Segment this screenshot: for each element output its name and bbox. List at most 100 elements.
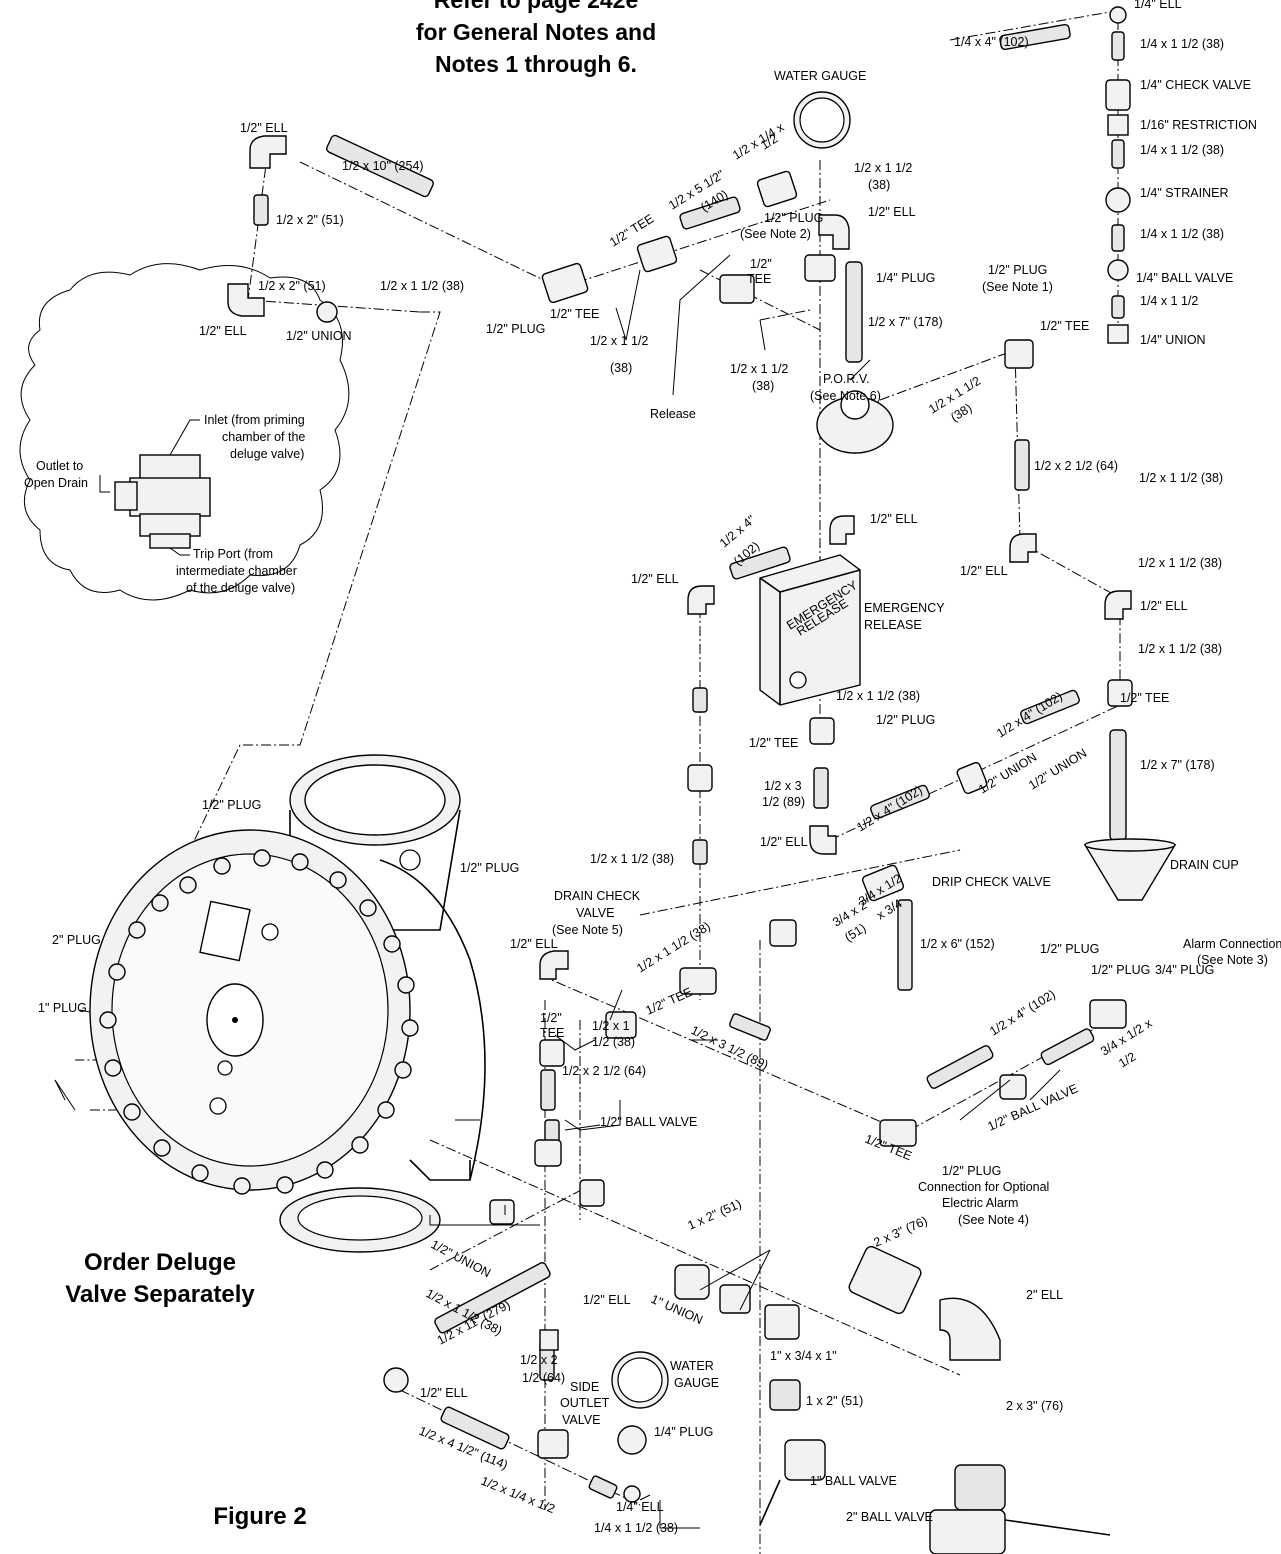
figure-caption: Figure 2 [213, 1503, 306, 1530]
component-label: 1/16" RESTRICTION [1140, 118, 1257, 132]
component-label: 1/2 x 2" (51) [276, 213, 344, 227]
order-note: Order Deluge Valve Separately [65, 1249, 255, 1308]
component-label: 3/4" PLUG [1155, 963, 1214, 977]
component-label: 3/4 x 2" [830, 895, 873, 929]
deluge-valve-body [89, 754, 486, 1253]
component-label: 1/4" PLUG [654, 1425, 713, 1439]
component-label: 1/2 x 1 1/2 [854, 161, 912, 175]
component-label: 1/2" ELL [583, 1293, 631, 1307]
component-label: Alarm Connections [1183, 937, 1281, 951]
component-label: 1/4 x 1 1/2 [1140, 294, 1198, 308]
component-label: 1/2 x 1 1/2 (38) [1138, 556, 1222, 570]
component-label: 1/4" PLUG [876, 271, 935, 285]
component-label: 1/2 x 7" (178) [868, 315, 943, 329]
component-label: Release [650, 407, 696, 421]
component-label: 1/2" PLUG [460, 861, 519, 875]
component-label: 1/2 x 6" (152) [920, 937, 995, 951]
component-label: 1/2 [1116, 1049, 1138, 1070]
component-label: 1/4 x 1 1/2 (38) [1140, 143, 1224, 157]
component-label: 1/2" BALL VALVE [600, 1115, 697, 1129]
component-label: 1/2 x 4" (102) [854, 783, 925, 834]
component-label: (See Note 6) [810, 389, 881, 403]
component-label: 1/2" ELL [240, 121, 288, 135]
component-label: 1/2 x 10" (254) [342, 159, 424, 173]
component-label: 1/2" TEE [1040, 319, 1089, 333]
fittings [227, 6, 1133, 1554]
component-label: 1/2" PLUG [764, 211, 823, 225]
leader-lines [54, 254, 1061, 1529]
note-line-2: for General Notes and [416, 19, 656, 45]
component-label: 1/2 x 2 1/2 (64) [562, 1064, 646, 1078]
component-label: 1/2" ELL [420, 1386, 468, 1400]
component-label: P.O.R.V. [823, 372, 870, 386]
component-label: 1/2" UNION [976, 750, 1039, 797]
component-label: TEE [747, 272, 771, 286]
order-line-1: Order Deluge [84, 1249, 236, 1276]
inset-trip-line-2: intermediate chamber [176, 564, 297, 578]
component-label: 1/2" ELL [199, 324, 247, 338]
component-label: 1/2 x 3 [764, 779, 802, 793]
component-label: 1/2" PLUG [876, 713, 935, 727]
component-label: 1/2 x 7" (178) [1140, 758, 1215, 772]
component-label: 1 x 2" (51) [806, 1394, 863, 1408]
order-line-2: Valve Separately [65, 1281, 255, 1308]
component-label: DRIP CHECK VALVE [932, 875, 1051, 889]
component-label: 1/4" BALL VALVE [1136, 271, 1233, 285]
component-label: 1/2" PLUG [486, 322, 545, 336]
component-label: RELEASE [864, 618, 922, 632]
component-label: GAUGE [674, 1376, 719, 1390]
component-label: 1/2" ELL [868, 205, 916, 219]
component-label: 1/2" TEE [1120, 691, 1169, 705]
component-label: (See Note 3) [1197, 953, 1268, 967]
component-label: DRAIN CUP [1170, 858, 1239, 872]
component-label: 1/2 (89) [762, 795, 805, 809]
component-label: 1/2" PLUG [942, 1164, 1001, 1178]
component-label: 1/2 x 1 1/2 (38) [590, 852, 674, 866]
component-label: 1/4 x 1 1/2 (38) [1140, 37, 1224, 51]
component-label: 1/2" UNION [1026, 746, 1089, 793]
component-label: 1/2" UNION [429, 1237, 493, 1280]
component-label: 1/2" ELL [870, 512, 918, 526]
component-label: (See Note 2) [740, 227, 811, 241]
component-label: 1/2" ELL [960, 564, 1008, 578]
component-label: (See Note 5) [552, 923, 623, 937]
component-label: 1/2 x 1 1/2 (38) [380, 279, 464, 293]
component-label: 1/2 x 2 1/2 (64) [1034, 459, 1118, 473]
note-line-3: Notes 1 through 6. [435, 51, 637, 77]
component-label: 1/2 x 1 [592, 1019, 630, 1033]
inset-outlet-line-1: Outlet to [36, 459, 83, 473]
component-label: 1/4" ELL [1134, 0, 1182, 11]
component-label: 2 x 3" (76) [872, 1214, 930, 1250]
component-label: 1/2" PLUG [1091, 963, 1150, 977]
component-label: (38) [610, 361, 632, 375]
component-label: 1/2 x 4" (102) [987, 987, 1058, 1038]
component-label: 1/4" UNION [1140, 333, 1206, 347]
component-label: 1/2 x 1 1/2 (38) [634, 919, 713, 975]
component-label: 1 x 2" (51) [686, 1197, 744, 1233]
component-label: 1/4" ELL [616, 1500, 664, 1514]
component-label: SIDE [570, 1380, 599, 1394]
component-label: 1/2 x 1 1/2 [730, 362, 788, 376]
component-label: OUTLET [560, 1396, 610, 1410]
component-label: (See Note 4) [958, 1213, 1029, 1227]
component-label: 2" BALL VALVE [846, 1510, 933, 1524]
component-label: 1/2 x 2 [520, 1353, 558, 1367]
component-label: 1/2" [540, 1011, 562, 1025]
component-label: 1/4 x 4" (102) [954, 35, 1029, 49]
component-label: 1/2 x 1 1/2 (38) [1139, 471, 1223, 485]
component-label: 1/4" STRAINER [1140, 186, 1229, 200]
deluge-valve-bolts [99, 849, 419, 1195]
component-label: TEE [540, 1026, 564, 1040]
component-label: 1/2" PLUG [202, 798, 261, 812]
component-label: 1/2 x 2" (51) [258, 279, 326, 293]
component-label: 1/4 x 1 1/2 (38) [1140, 227, 1224, 241]
component-label: 1/2 (38) [592, 1035, 635, 1049]
component-label: 1/2 x 1 1/2 (38) [1138, 642, 1222, 656]
component-label: (51) [842, 921, 868, 945]
component-label: 1/2 (64) [522, 1371, 565, 1385]
component-label: 1/2 x 1 1/2 [590, 334, 648, 348]
component-label: VALVE [562, 1413, 600, 1427]
inset-trip-line-3: of the deluge valve) [186, 581, 295, 595]
component-label: 1/2" ELL [1140, 599, 1188, 613]
